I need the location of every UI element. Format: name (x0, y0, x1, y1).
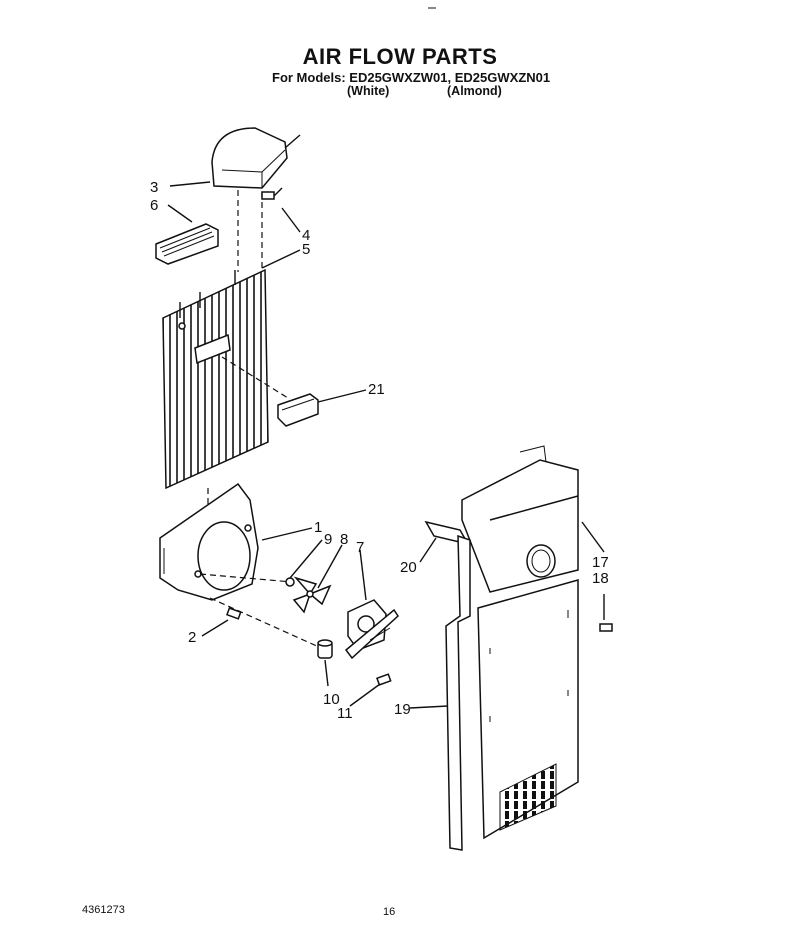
part-3-duct-cover (211, 127, 301, 189)
part-19-air-channel (477, 579, 579, 840)
callout-7: 7 (356, 539, 364, 556)
variant-white: (White) (347, 84, 390, 98)
part-17-rear-cover (461, 445, 579, 593)
part-19-seal-strip (445, 534, 471, 851)
callout-5: 5 (302, 241, 310, 258)
part-2-screw (226, 607, 242, 620)
callout-3: 3 (150, 179, 158, 196)
part-8-fan-blade (292, 576, 332, 614)
callout-8: 8 (340, 531, 348, 548)
callout-20: 20 (400, 559, 417, 576)
variant-almond: (Almond) (447, 84, 502, 98)
part-18-screw (599, 623, 613, 632)
callout-1: 1 (314, 519, 322, 536)
leader-dash-21 (221, 356, 289, 399)
doc-number: 4361273 (82, 904, 125, 916)
leader-dash-1 (199, 573, 293, 583)
callout-10: 10 (323, 691, 340, 708)
page-number: 16 (383, 906, 396, 918)
leader-lines (167, 181, 605, 709)
callout-6: 6 (150, 197, 158, 214)
callout-9: 9 (324, 531, 332, 548)
part-4-screw (261, 187, 283, 200)
part-10-grommet (317, 639, 333, 659)
part-6-louver (155, 223, 219, 265)
leader-dash-2 (209, 597, 331, 653)
part-7-motor (344, 599, 399, 660)
part-1-fan-housing (159, 482, 259, 601)
page-title: AIR FLOW PARTS (302, 44, 498, 69)
callout-11: 11 (337, 705, 353, 722)
part-21-bracket (277, 393, 319, 427)
callout-21: 21 (368, 381, 385, 398)
part-11-screw (376, 673, 392, 686)
callout-18: 18 (592, 570, 609, 587)
callout-19: 19 (394, 701, 411, 718)
models-line: For Models: ED25GWXZW01, ED25GWXZN01 (272, 70, 551, 85)
callout-17: 17 (592, 554, 609, 571)
callout-4: 4 (302, 227, 310, 244)
callout-2: 2 (188, 629, 196, 646)
part-9-nut (285, 577, 295, 587)
part-5-evaporator-grille (162, 268, 269, 490)
